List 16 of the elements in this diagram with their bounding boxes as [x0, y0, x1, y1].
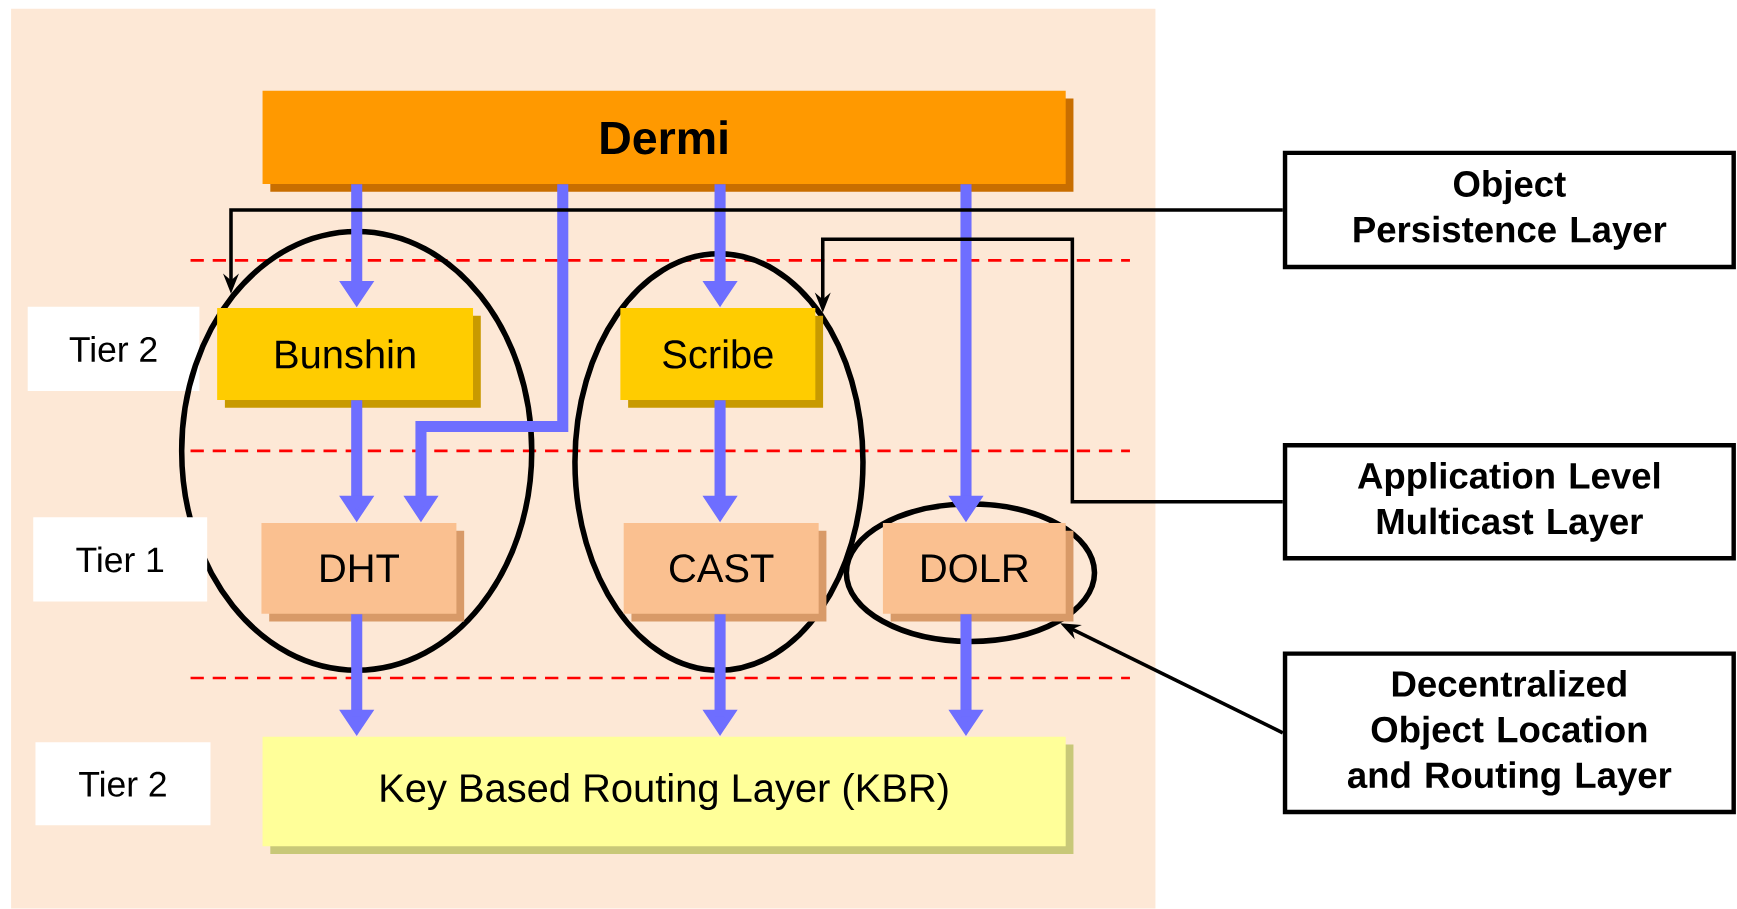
component-box: Bunshin	[217, 307, 481, 408]
tier-label: Tier 2	[27, 306, 200, 391]
layer-box: Dermi	[262, 90, 1074, 192]
callout-box: Object Persistence Layer	[1282, 150, 1736, 269]
component-box: Scribe	[620, 307, 824, 408]
callout-box: Decentralized Object Location and Routing Layer	[1282, 651, 1736, 814]
component-box: DHT	[261, 522, 465, 622]
outline-ellipse	[843, 501, 1098, 644]
outline-ellipse	[572, 250, 866, 673]
layer-box: Key Based Routing Layer (KBR)	[262, 736, 1074, 854]
component-box: CAST	[623, 522, 827, 622]
outline-ellipse	[178, 228, 535, 673]
callout-box: Application Level Multicast Layer	[1282, 442, 1736, 561]
tier-label: Tier 2	[35, 742, 211, 826]
component-box: DOLR	[882, 522, 1074, 622]
tier-label: Tier 1	[33, 517, 208, 602]
